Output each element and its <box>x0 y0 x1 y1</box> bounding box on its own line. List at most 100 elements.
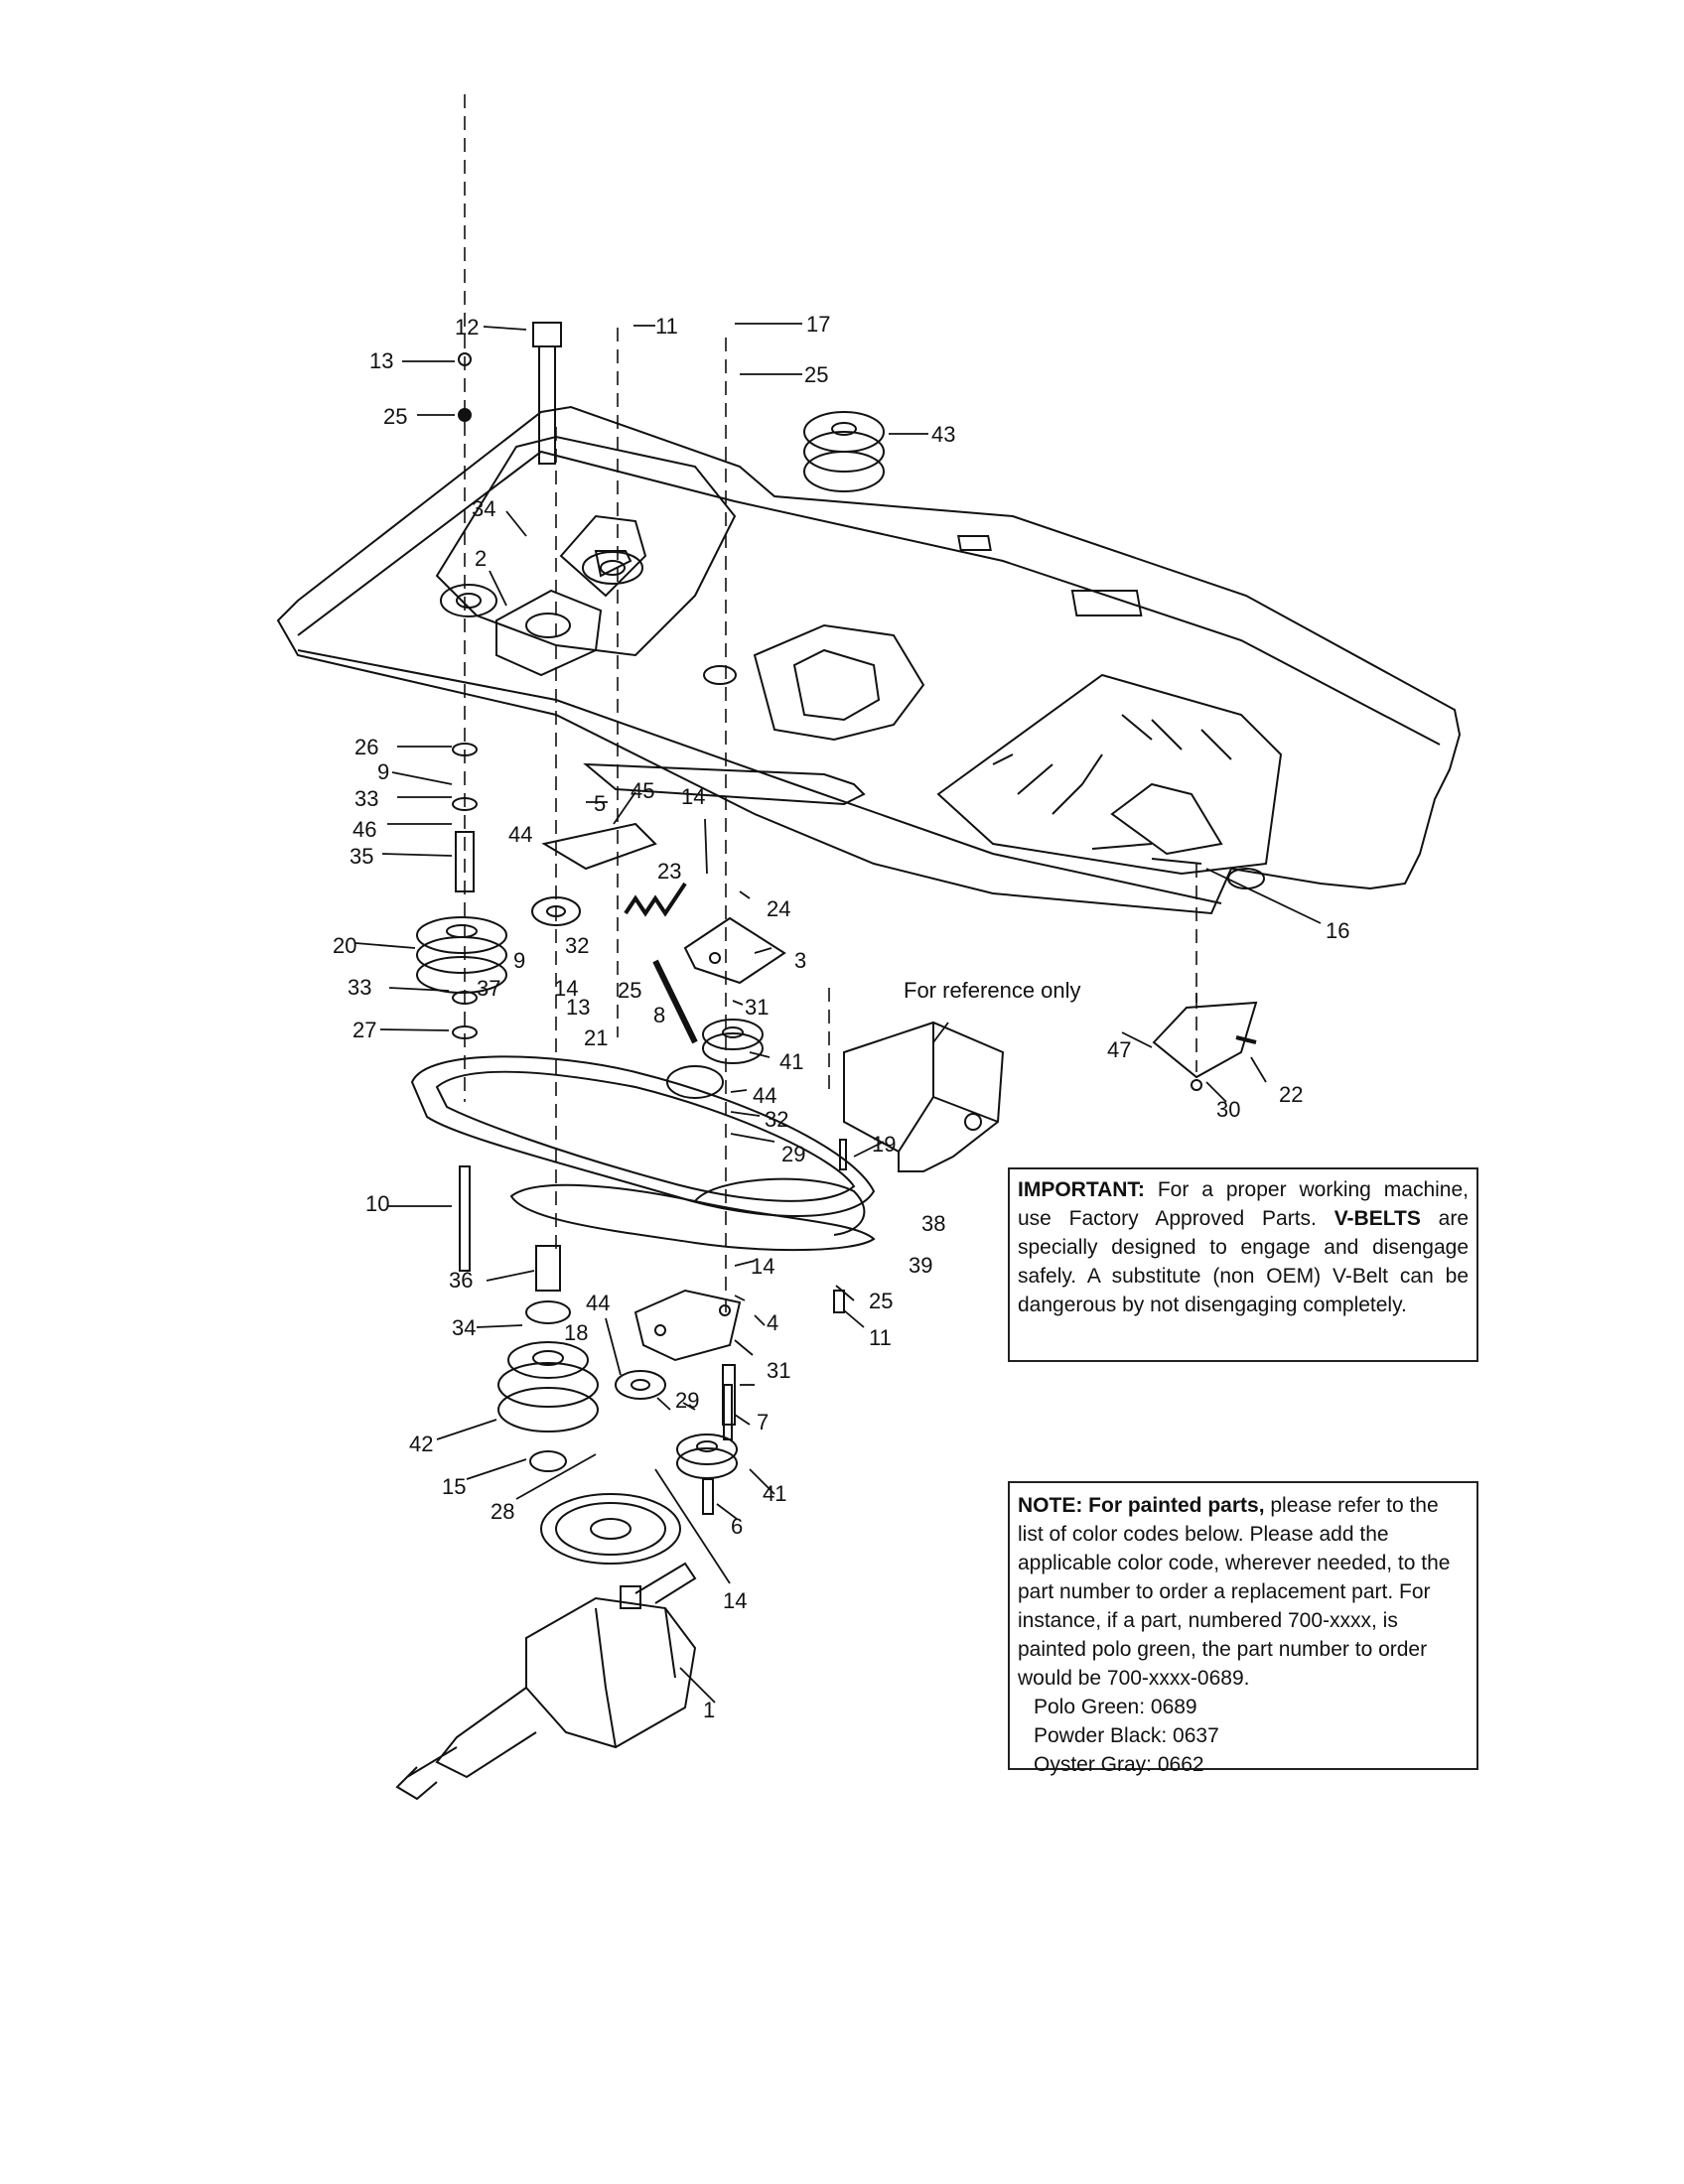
callout-13a: 13 <box>369 348 393 373</box>
leader-lines <box>354 323 1322 1704</box>
callout-33b: 33 <box>348 975 371 1000</box>
callout-6: 6 <box>731 1514 743 1539</box>
callout-31a: 31 <box>745 995 769 1020</box>
callout-11a: 11 <box>655 314 678 339</box>
callout-31b: 31 <box>767 1358 790 1383</box>
callout-22: 22 <box>1279 1082 1303 1107</box>
callout-14c: 14 <box>751 1254 774 1279</box>
callout-24: 24 <box>767 896 790 921</box>
callout-14a: 14 <box>681 784 705 809</box>
color-code-polo-green: Polo Green: 0689 <box>1034 1696 1197 1718</box>
callout-29a: 29 <box>781 1142 805 1166</box>
frame-plate <box>276 405 1462 915</box>
callout-11b: 11 <box>869 1325 892 1350</box>
callout-41b: 41 <box>763 1481 786 1506</box>
callout-17: 17 <box>806 312 830 337</box>
callout-45: 45 <box>631 778 654 803</box>
callout-1: 1 <box>703 1698 715 1722</box>
part-20-pulley <box>416 916 507 994</box>
callout-8: 8 <box>653 1003 665 1027</box>
part-42-pulley <box>497 1341 599 1472</box>
callout-12: 12 <box>455 315 479 340</box>
callout-44c: 44 <box>586 1291 610 1315</box>
reference-bracket <box>843 1021 1005 1172</box>
callout-3: 3 <box>794 948 806 973</box>
callout-21: 21 <box>584 1025 608 1050</box>
callout-32a: 32 <box>565 933 589 958</box>
callout-5: 5 <box>594 791 606 816</box>
color-code-oyster-gray: Oyster Gray: 0662 <box>1034 1753 1204 1776</box>
callout-41a: 41 <box>779 1049 803 1074</box>
callout-33a: 33 <box>354 786 378 811</box>
callout-7: 7 <box>757 1410 769 1434</box>
callout-25d: 25 <box>869 1289 893 1313</box>
part-47-bracket <box>1152 1001 1258 1091</box>
callout-18: 18 <box>564 1320 588 1345</box>
callout-25b: 25 <box>804 362 828 387</box>
callout-30: 30 <box>1216 1097 1240 1122</box>
assembly-lines <box>464 94 1197 1320</box>
part-1-transaxle <box>395 1562 697 1801</box>
reference-note: For reference only <box>904 978 1081 1003</box>
important-line1: For a proper working machine, use Factor… <box>1018 1178 1469 1230</box>
callout-25c: 25 <box>618 978 641 1003</box>
callout-28: 28 <box>491 1499 514 1524</box>
callout-35: 35 <box>350 844 373 869</box>
part-23-spring <box>624 882 698 1044</box>
callout-16: 16 <box>1326 918 1349 943</box>
callout-15: 15 <box>442 1474 466 1499</box>
callout-44b: 44 <box>753 1083 776 1108</box>
part-4-bracket <box>633 1289 742 1362</box>
callout-43: 43 <box>931 422 955 447</box>
note-heading: NOTE: <box>1018 1494 1083 1517</box>
part-19-pin <box>839 1139 847 1170</box>
left-column-parts <box>452 352 571 1324</box>
part-43-pulley <box>803 411 885 492</box>
callout-2: 2 <box>475 546 487 571</box>
callout-9b: 9 <box>513 948 525 973</box>
callout-39: 39 <box>909 1253 932 1278</box>
color-code-powder-black: Powder Black: 0637 <box>1034 1724 1219 1747</box>
callout-13b: 13 <box>566 995 590 1020</box>
part-3-bracket <box>683 916 786 985</box>
callout-46: 46 <box>352 817 376 842</box>
callout-labels: 1 2 3 4 5 6 7 8 9 9 10 11 11 12 13 13 14… <box>333 312 1349 1722</box>
callout-32b: 32 <box>765 1107 788 1132</box>
callout-47: 47 <box>1107 1037 1131 1062</box>
callout-34b: 34 <box>452 1315 476 1340</box>
callout-38: 38 <box>921 1211 945 1236</box>
callout-9a: 9 <box>377 759 389 784</box>
callout-14d: 14 <box>723 1588 747 1613</box>
callout-44a: 44 <box>508 822 532 847</box>
callout-19: 19 <box>872 1132 896 1157</box>
drive-pulley <box>540 1493 681 1565</box>
important-line2: are specially designed to engage and dis… <box>1018 1207 1469 1316</box>
callout-14b: 14 <box>554 976 578 1001</box>
callout-42: 42 <box>409 1432 433 1456</box>
callout-34a: 34 <box>472 496 495 521</box>
callout-4: 4 <box>767 1310 778 1335</box>
important-heading: IMPORTANT: <box>1018 1178 1145 1201</box>
vbelts-label: V-BELTS <box>1333 1207 1421 1230</box>
callout-27: 27 <box>352 1018 376 1042</box>
callout-29b: 29 <box>675 1388 699 1413</box>
callout-37: 37 <box>477 976 500 1001</box>
callout-36: 36 <box>449 1268 473 1293</box>
callout-10: 10 <box>365 1191 389 1216</box>
callout-20: 20 <box>333 933 356 958</box>
part-41-pulley-upper <box>666 1019 764 1099</box>
callout-25a: 25 <box>383 404 407 429</box>
painted-parts-note: NOTE: For painted parts, please refer to… <box>1008 1481 1478 1776</box>
part-12-bolt <box>532 322 562 465</box>
callout-26: 26 <box>354 735 378 759</box>
part-44-idler-upper <box>531 822 657 926</box>
note-paragraph: NOTE: For painted parts, please refer to… <box>1018 1491 1469 1693</box>
part-11-bolt-lower <box>833 1290 845 1313</box>
callout-23: 23 <box>657 859 681 884</box>
note-bold-part: For painted parts, <box>1088 1494 1265 1517</box>
part-2-spindle <box>495 589 603 677</box>
part-44-idler-lower <box>615 1370 666 1400</box>
v-belts <box>410 1055 876 1252</box>
note-text: please refer to the list of color codes … <box>1018 1494 1451 1690</box>
